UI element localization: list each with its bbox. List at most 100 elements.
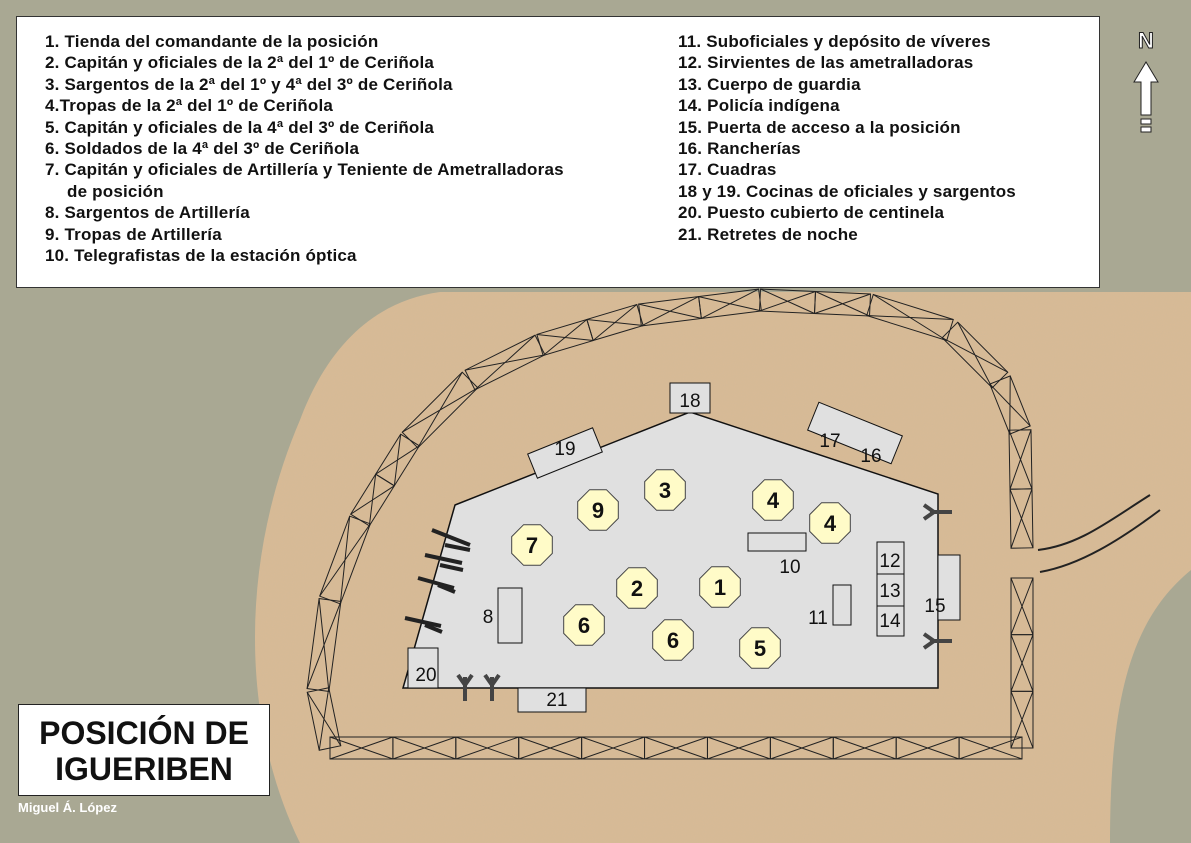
legend-item-text: 9. Tropas de Artillería: [45, 224, 222, 244]
tent-label: 7: [526, 533, 538, 558]
tent-4: 4: [752, 479, 794, 521]
building-15: 15: [924, 554, 961, 621]
legend-left-column: 1. Tienda del comandante de la posición 2…: [45, 31, 564, 266]
building-label: 12: [879, 551, 900, 572]
map-title: POSICIÓN DE IGUERIBEN: [18, 704, 270, 796]
building-label: 16: [860, 446, 881, 467]
tent-1: 1: [699, 566, 741, 608]
building-17: 17: [807, 401, 903, 465]
legend-item-text: 1. Tienda del comandante de la posición: [45, 32, 379, 51]
trench-line: [1037, 494, 1161, 573]
tent-label: 6: [667, 628, 679, 653]
building-16: 16: [860, 446, 881, 467]
building-label: 15: [924, 596, 945, 617]
compass-label: N: [1138, 28, 1154, 53]
legend-item-text: 13. Cuerpo de guardia: [678, 74, 861, 94]
legend-item: 2. Capitán y oficiales de la 2ª del 1º d…: [45, 52, 564, 73]
compass: N: [1133, 28, 1159, 133]
tent-label: 1: [714, 575, 726, 600]
legend-item: 12. Sirvientes de las ametralladoras: [678, 52, 1016, 73]
legend-item: 18 y 19. Cocinas de oficiales y sargento…: [678, 181, 1016, 202]
building-20: 20: [407, 647, 439, 689]
building-18: 18: [669, 382, 711, 414]
legend-item-text: 2. Capitán y oficiales de la 2ª del 1º d…: [45, 53, 435, 73]
legend-item-text: 16. Rancherías: [678, 139, 801, 159]
legend-item-text: 14. Policía indígena: [678, 96, 840, 116]
tent-4: 4: [809, 502, 851, 544]
tent-9: 9: [577, 489, 619, 531]
building-label: 17: [819, 431, 840, 452]
building-21: 21: [517, 687, 587, 713]
legend-item: 10. Telegrafistas de la estación óptica: [45, 245, 564, 266]
building-label: 8: [483, 607, 494, 628]
legend-item: 3. Sargentos de la 2ª del 1º y 4ª del 3º…: [45, 74, 564, 95]
building-label: 11: [808, 608, 828, 629]
legend-item: 15. Puerta de acceso a la posición: [678, 117, 1016, 138]
wall-segment: [1010, 690, 1034, 749]
legend-item-text: 21. Retretes de noche: [678, 224, 858, 244]
building-label: 20: [415, 665, 436, 686]
wall-segment: [1009, 488, 1034, 549]
legend-item: 7. Capitán y oficiales de Artillería y T…: [45, 159, 564, 202]
perimeter-wall: [306, 288, 1034, 760]
legend-item-text: 15. Puerta de acceso a la posición: [678, 117, 961, 137]
building-label: 19: [554, 439, 575, 460]
legend-item-text: 17. Cuadras: [678, 160, 777, 180]
tent-label: 2: [631, 576, 643, 601]
legend-item: 17. Cuadras: [678, 159, 1016, 180]
artillery-pieces: [404, 528, 471, 634]
author-credit: Miguel Á. López: [18, 800, 117, 815]
building-11: 11: [808, 584, 852, 629]
building-14: 14: [876, 605, 905, 637]
sentry-icon: [483, 673, 501, 701]
building-label: 18: [679, 391, 700, 412]
legend-item-text: 5. Capitán y oficiales de la 4ª del 3º d…: [45, 117, 435, 137]
legend-item-text: 4.Tropas de la 2ª del 1º de Ceriñola: [45, 96, 334, 116]
legend-item: 14. Policía indígena: [678, 95, 1016, 116]
legend-item: 21. Retretes de noche: [678, 224, 1016, 245]
tent-label: 9: [592, 498, 604, 523]
tent-5: 5: [739, 627, 781, 669]
tent-label: 6: [578, 613, 590, 638]
legend-item: 16. Rancherías: [678, 138, 1016, 159]
legend-item-text: 10. Telegrafistas de la estación óptica: [45, 246, 357, 266]
tent-7: 7: [511, 524, 553, 566]
legend-item: 8. Sargentos de Artillería: [45, 202, 564, 223]
tent-label: 3: [659, 478, 671, 503]
legend-item: 4.Tropas de la 2ª del 1º de Ceriñola: [45, 95, 564, 116]
legend-item: 9. Tropas de Artillería: [45, 224, 564, 245]
legend-item-text: 18 y 19. Cocinas de oficiales y sargento…: [678, 181, 1016, 201]
wall-segment: [638, 296, 702, 327]
building-label: 13: [879, 581, 900, 602]
tent-3: 3: [644, 469, 686, 511]
wall-segment: [1008, 429, 1033, 490]
building-12: 12: [876, 541, 905, 575]
legend-box: 1. Tienda del comandante de la posición 2…: [16, 16, 1100, 288]
building-label: 10: [779, 557, 800, 578]
legend-item-text: 12. Sirvientes de las ametralladoras: [678, 53, 974, 73]
tent-6: 6: [652, 619, 694, 661]
gate-sentry-icon: [922, 503, 952, 521]
title-line-1: POSICIÓN DE: [39, 715, 249, 751]
tent-6: 6: [563, 604, 605, 646]
building-8: 8: [483, 587, 523, 644]
legend-item-text: 20. Puesto cubierto de centinela: [678, 203, 945, 223]
legend-item: 6. Soldados de la 4ª del 3º de Ceriñola: [45, 138, 564, 159]
legend-item-text: 6. Soldados de la 4ª del 3º de Ceriñola: [45, 139, 360, 159]
legend-item: 5. Capitán y oficiales de la 4ª del 3º d…: [45, 117, 564, 138]
gate-sentry-icon: [922, 632, 952, 650]
building-label: 14: [879, 611, 901, 632]
legend-item-text: 3. Sargentos de la 2ª del 1º y 4ª del 3º…: [45, 74, 453, 94]
tent-label: 4: [767, 488, 780, 513]
building-label: 21: [546, 690, 567, 711]
legend-item-text: 11. Suboficiales y depósito de víveres: [678, 32, 991, 51]
wall-segment: [832, 736, 897, 760]
building-13: 13: [876, 573, 905, 607]
tent-2: 2: [616, 567, 658, 609]
building-19: 19: [527, 427, 603, 479]
legend-item-text: 8. Sargentos de Artillería: [45, 203, 250, 223]
legend-item: 20. Puesto cubierto de centinela: [678, 202, 1016, 223]
legend-item-text-cont: de posición: [67, 181, 164, 201]
north-arrow-icon: [1133, 61, 1159, 116]
